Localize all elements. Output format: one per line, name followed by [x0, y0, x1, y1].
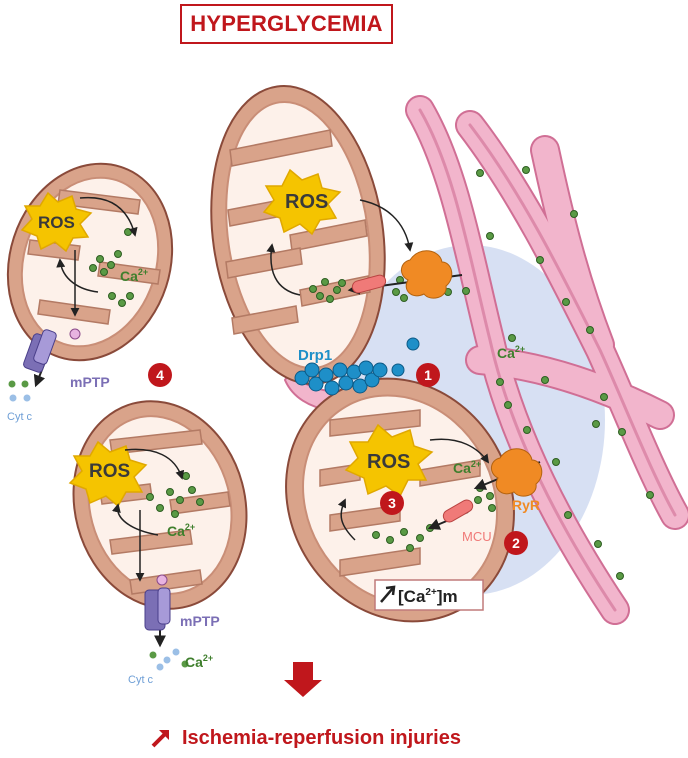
- mptp-label-lower: mPTP: [180, 613, 220, 629]
- ca-label-left-upper: Ca: [120, 268, 138, 284]
- cytc-label-upper: Cyt c: [7, 411, 33, 423]
- mptp-channels: [23, 328, 171, 631]
- mcu-channels: [351, 274, 474, 523]
- drp1-label: Drp1: [298, 347, 332, 364]
- ca-labels: Ca2+ Ca2+ Ca2+ Ca2+ Ca2+: [120, 267, 525, 670]
- ros-label-left-upper: ROS: [38, 213, 75, 232]
- pathway-arrows: [56, 196, 490, 582]
- result-down-arrow: [284, 662, 322, 697]
- result-footer: Ischemia-reperfusion injuries: [150, 724, 570, 752]
- step-3: 3: [388, 495, 396, 511]
- cytc-label-lower: Cyt c: [128, 674, 154, 686]
- ros-labels: ROS ROS ROS ROS: [38, 191, 410, 482]
- ryr-channels: [401, 250, 543, 497]
- er-calcium-dots: [462, 166, 654, 580]
- ca-label-left-lower: Ca: [167, 523, 185, 539]
- step-markers: 1 2 3 4: [148, 363, 528, 555]
- cytc-dots: [8, 380, 189, 671]
- mitochondrion-top: [210, 84, 386, 386]
- ros-bursts: [20, 168, 434, 508]
- svg-text:Ca2+: Ca2+: [185, 653, 213, 670]
- ros-label-bottom: ROS: [367, 451, 410, 473]
- ros-label-top: ROS: [285, 191, 328, 213]
- diagram-title: HYPERGLYCEMIA: [190, 11, 383, 36]
- svg-text:Ca2+: Ca2+: [497, 344, 525, 361]
- ros-label-left-lower: ROS: [89, 461, 130, 482]
- cam-suffix: ]m: [437, 587, 458, 606]
- step-2: 2: [512, 535, 520, 551]
- ca-label-er: Ca: [497, 345, 515, 361]
- ca-label-cytosol: Ca: [185, 654, 203, 670]
- svg-text:Ca2+: Ca2+: [167, 522, 195, 539]
- svg-text:Ca2+: Ca2+: [120, 267, 148, 284]
- step-1: 1: [424, 367, 432, 383]
- ca-label-mito: Ca: [453, 460, 471, 476]
- endoplasmic-reticulum: [405, 95, 688, 625]
- svg-text:Ca2+: Ca2+: [453, 459, 481, 476]
- mito-calcium-increase-box: [Ca2+]m: [374, 579, 484, 611]
- ryr-label: RyR: [512, 497, 540, 513]
- result-label: Ischemia-reperfusion injuries: [182, 726, 461, 749]
- mcu-label: MCU: [462, 529, 492, 544]
- step-4: 4: [156, 367, 164, 383]
- increase-arrow-icon: [151, 730, 169, 748]
- svg-text:[Ca2+]m: [Ca2+]m: [398, 587, 458, 606]
- mptp-label-upper: mPTP: [70, 374, 110, 390]
- drp1-oligomer: [294, 337, 420, 396]
- cam-prefix: [Ca: [398, 587, 426, 606]
- title-box: HYPERGLYCEMIA: [180, 4, 393, 44]
